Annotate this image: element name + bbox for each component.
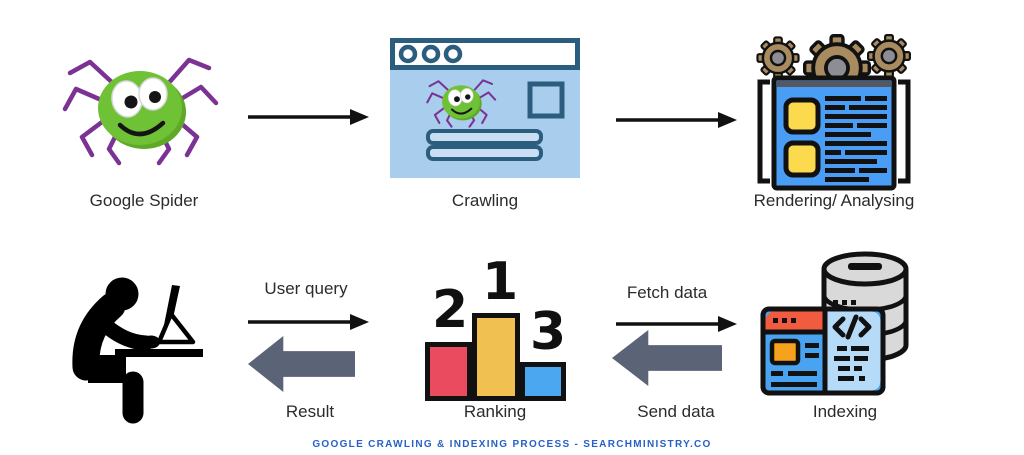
- bracket-left: [757, 79, 770, 184]
- index-browser-window: [760, 306, 886, 396]
- ranking-label: Ranking: [463, 402, 527, 421]
- gear-icon: [866, 33, 912, 79]
- rendering-analysing-icon: [756, 33, 912, 191]
- spider-smile: [117, 120, 166, 137]
- spider-pupil-right: [149, 91, 161, 103]
- podium-bar-first: [472, 313, 520, 401]
- browser-titlebar: [390, 38, 580, 70]
- ranking-podium-icon: 2 1 3: [420, 252, 570, 404]
- bracket-right: [898, 79, 911, 184]
- rank-1-number: 1: [482, 252, 519, 312]
- crawling-label: Crawling: [451, 191, 519, 210]
- rendered-page-topbar: [777, 81, 891, 87]
- gear-icon: [756, 36, 800, 80]
- fetch-data-label: Fetch data: [626, 283, 708, 302]
- page-block-yellow: [783, 140, 821, 178]
- podium-bar-third: [520, 362, 566, 401]
- page-block-yellow: [783, 97, 821, 135]
- code-icon: [832, 314, 872, 340]
- indexing-icon: [760, 251, 909, 396]
- page-image-placeholder: [527, 81, 565, 119]
- desk: [115, 349, 203, 357]
- person-back: [72, 292, 126, 381]
- user-at-computer-icon: [72, 277, 203, 424]
- spider-pupil-left: [124, 95, 138, 109]
- arrow-result-block: [248, 336, 355, 392]
- rank-2-number: 2: [432, 280, 469, 340]
- arrow-spider-to-crawling: [248, 109, 369, 125]
- google-spider-icon: [62, 57, 219, 166]
- crawling-browser-icon: [390, 38, 580, 178]
- indexing-label: Indexing: [812, 402, 878, 421]
- arrow-ranking-to-indexing: [616, 316, 737, 332]
- arrow-send-data-block: [612, 330, 722, 386]
- arrow-user-to-ranking: [248, 314, 369, 330]
- podium-bar-second: [425, 342, 472, 401]
- arrow-crawling-to-rendering: [616, 112, 737, 128]
- page-text-bar: [426, 145, 543, 161]
- index-thumbnail: [769, 338, 801, 366]
- person-hand: [142, 335, 160, 349]
- footer-caption: GOOGLE CRAWLING & INDEXING PROCESS - SEA…: [312, 439, 712, 450]
- send-data-label: Send data: [637, 402, 715, 421]
- window-dot-icon: [443, 44, 463, 64]
- person-arm: [96, 316, 154, 351]
- window-dot-icon: [421, 44, 441, 64]
- result-label: Result: [285, 402, 335, 421]
- code-text-lines: [834, 346, 869, 381]
- user-query-label: User query: [264, 279, 348, 298]
- index-text-lines: [771, 343, 819, 387]
- page-text-lines: [825, 96, 887, 182]
- page-text-bar: [426, 129, 543, 145]
- rendering-label: Rendering/ Analysing: [753, 191, 915, 210]
- window-dot-icon: [398, 44, 418, 64]
- spider-label: Google Spider: [89, 191, 199, 210]
- laptop-stand: [156, 311, 196, 345]
- rank-3-number: 3: [530, 302, 567, 362]
